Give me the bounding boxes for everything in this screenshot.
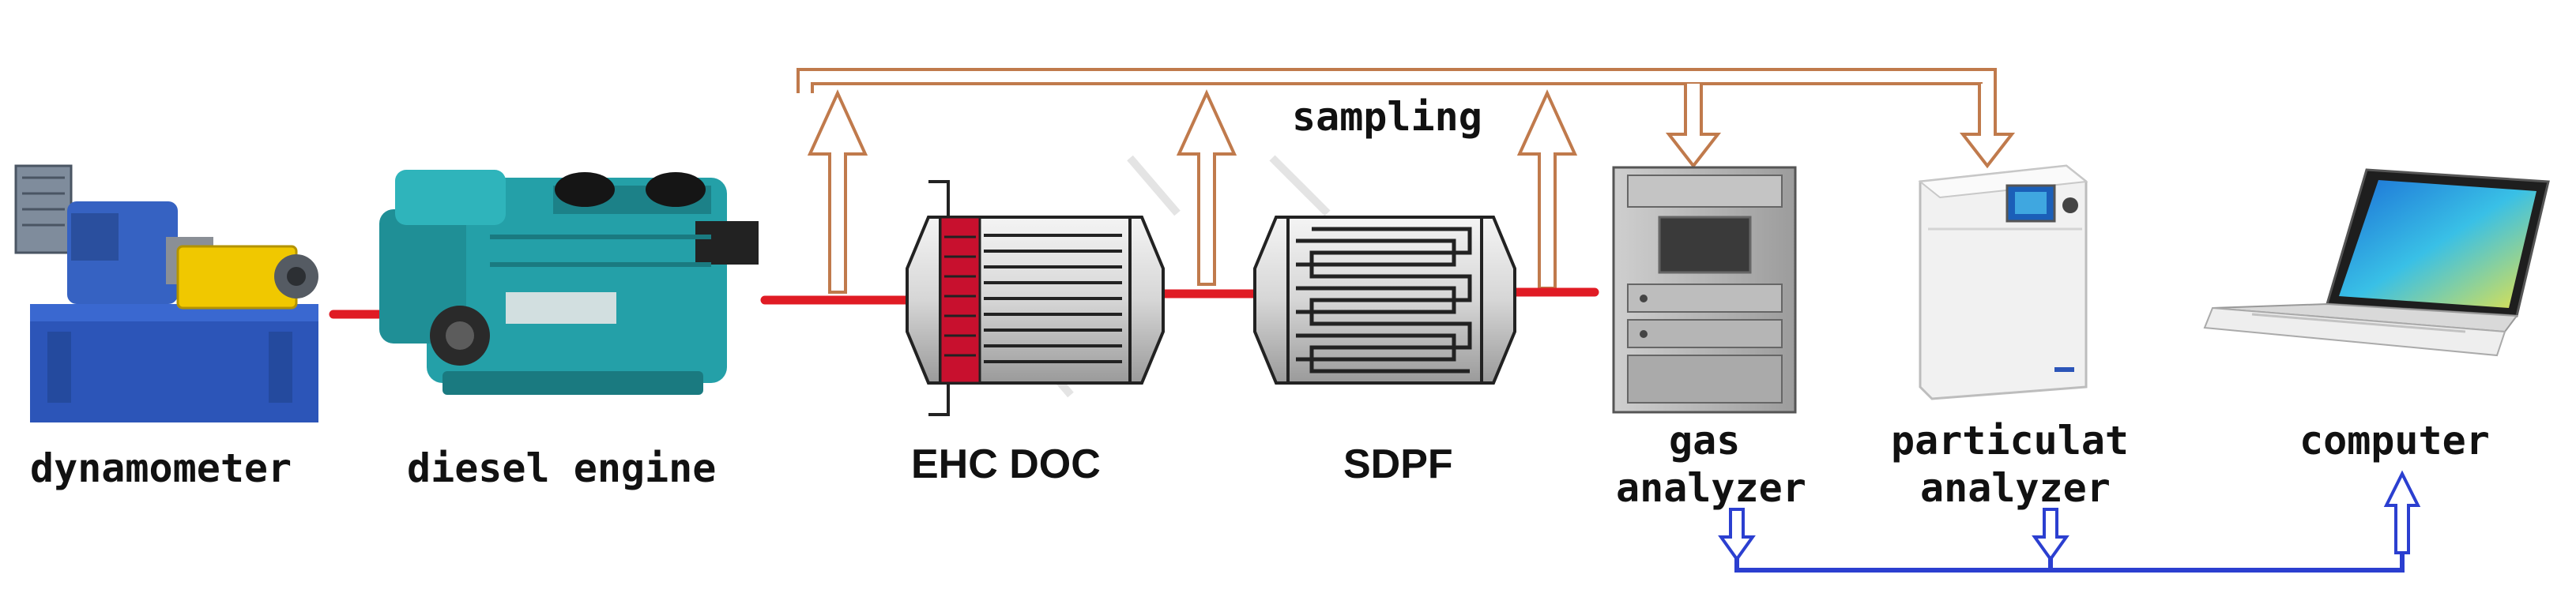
ehc-doc-schematic bbox=[906, 180, 1165, 416]
sampling-arrow-down bbox=[1959, 84, 2016, 169]
signal-line bbox=[1734, 537, 2405, 573]
diesel-engine-image bbox=[379, 170, 759, 395]
sampling-arrow-down bbox=[1665, 84, 1722, 169]
dynamometer-label: dynamometer bbox=[30, 445, 292, 491]
sampling-label: sampling bbox=[1292, 94, 1482, 140]
dynamometer-image bbox=[14, 164, 318, 422]
particulate-analyzer-label-line2: analyzer bbox=[1920, 465, 2111, 511]
particulate-analyzer-label-line1: particulat bbox=[1891, 418, 2129, 464]
signal-arrow-down bbox=[1718, 508, 1756, 562]
sampling-arrow-up bbox=[1176, 89, 1237, 286]
particulate-analyzer-image bbox=[1918, 164, 2088, 400]
sampling-arrow-up bbox=[1516, 89, 1578, 290]
gas-analyzer-label-line2: analyzer bbox=[1616, 465, 1806, 511]
signal-arrow-up bbox=[2383, 470, 2421, 554]
ehc-doc-label: EHC DOC bbox=[911, 441, 1101, 487]
gas-analyzer-label-line1: gas bbox=[1669, 418, 1740, 464]
signal-arrow-down bbox=[2032, 508, 2069, 562]
exhaust-pipe bbox=[329, 287, 1599, 319]
sdpf-label: SDPF bbox=[1343, 441, 1453, 487]
sampling-arrow-up bbox=[807, 89, 868, 294]
sdpf-schematic bbox=[1253, 216, 1516, 385]
sampling-line bbox=[797, 68, 1997, 93]
computer-label: computer bbox=[2299, 418, 2490, 464]
laptop-image bbox=[2203, 168, 2550, 357]
gas-analyzer-image bbox=[1612, 166, 1797, 414]
diesel-engine-label: diesel engine bbox=[407, 445, 716, 491]
